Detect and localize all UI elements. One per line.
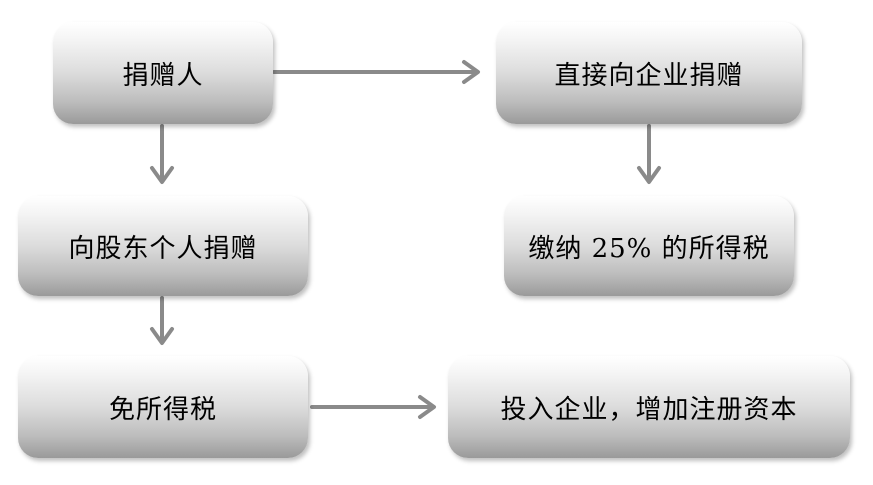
node-shareholder-donation-label: 向股东个人捐赠 xyxy=(68,233,258,264)
arrow-exempt-to-invest xyxy=(310,395,436,419)
node-shareholder-donation: 向股东个人捐赠 xyxy=(18,196,308,296)
node-direct-donation: 直接向企业捐赠 xyxy=(496,22,802,124)
node-tax-exempt: 免所得税 xyxy=(18,356,308,458)
node-invest-capital: 投入企业，增加注册资本 xyxy=(448,356,850,458)
arrow-shareholder-to-exempt xyxy=(150,296,174,345)
arrow-donor-to-direct xyxy=(272,60,480,84)
node-direct-donation-label: 直接向企业捐赠 xyxy=(554,60,744,91)
node-income-tax-25-label: 缴纳 25% 的所得税 xyxy=(528,233,770,264)
arrow-direct-to-tax25 xyxy=(637,124,661,184)
node-donor: 捐赠人 xyxy=(53,22,273,124)
node-donor-label: 捐赠人 xyxy=(122,60,204,91)
arrow-donor-to-shareholder xyxy=(150,124,174,184)
node-income-tax-25: 缴纳 25% 的所得税 xyxy=(504,196,794,296)
node-tax-exempt-label: 免所得税 xyxy=(108,394,217,425)
node-invest-capital-label: 投入企业，增加注册资本 xyxy=(500,394,798,425)
